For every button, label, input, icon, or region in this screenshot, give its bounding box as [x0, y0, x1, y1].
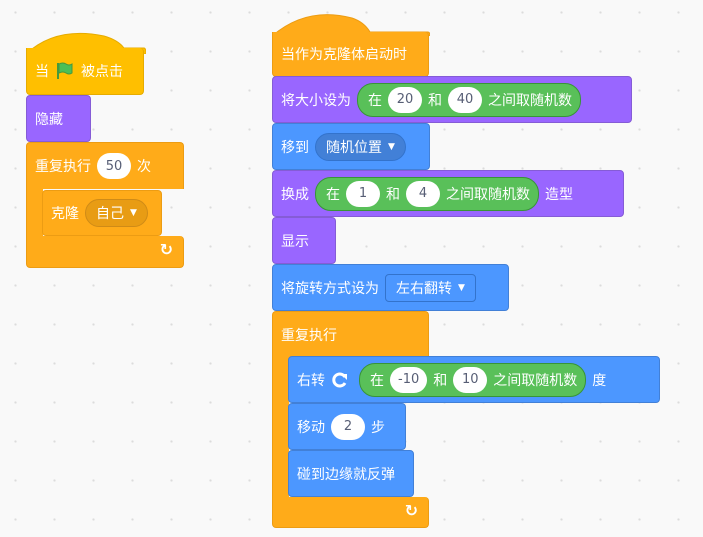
goto-target-dropdown[interactable]: 随机位置 ▼	[315, 132, 406, 161]
repeat-end: ↻	[26, 236, 184, 268]
random-in-label: 在	[326, 186, 340, 203]
turn-right-block[interactable]: 右转 在 -10 和 10 之间取随机数 度	[288, 356, 660, 403]
clone-label: 克隆	[51, 206, 79, 222]
set-size-block[interactable]: 将大小设为 在 20 和 40 之间取随机数	[272, 76, 632, 123]
hat-cap	[272, 14, 430, 36]
random-reporter[interactable]: 在 -10 和 10 之间取随机数	[359, 362, 587, 397]
set-size-label: 将大小设为	[281, 92, 351, 109]
random-reporter[interactable]: 在 1 和 4 之间取随机数	[315, 176, 539, 211]
dropdown-arrow-icon: ▼	[458, 282, 465, 293]
random-reporter[interactable]: 在 20 和 40 之间取随机数	[357, 82, 581, 117]
loop-arrow-icon: ↻	[159, 240, 173, 259]
repeat-count-input[interactable]: 50	[97, 153, 131, 179]
clone-target-dropdown[interactable]: 自己 ▼	[85, 199, 148, 227]
repeat-suffix: 次	[137, 159, 151, 175]
hide-label: 隐藏	[35, 111, 63, 128]
random-suffix: 之间取随机数	[446, 186, 530, 203]
random-from-input[interactable]: 1	[346, 180, 380, 207]
hide-block[interactable]: 隐藏	[26, 95, 91, 142]
forever-block[interactable]: 重复执行	[272, 311, 429, 358]
switch-costume-label: 换成	[281, 186, 309, 203]
show-block[interactable]: 显示	[272, 217, 336, 264]
random-from-input[interactable]: 20	[388, 86, 422, 113]
rotation-style-dropdown[interactable]: 左右翻转 ▼	[385, 273, 476, 302]
random-suffix: 之间取随机数	[493, 372, 578, 389]
when-label: 当	[35, 64, 49, 80]
turn-right-label: 右转	[297, 372, 325, 389]
goto-block[interactable]: 移到 随机位置 ▼	[272, 123, 430, 170]
move-label: 移动	[297, 419, 325, 436]
degrees-suffix: 度	[592, 372, 607, 389]
steps-suffix: 步	[371, 419, 385, 436]
clone-block[interactable]: 克隆 自己 ▼	[42, 190, 162, 236]
switch-costume-block[interactable]: 换成 在 1 和 4 之间取随机数 造型	[272, 170, 624, 217]
rotate-clockwise-icon	[332, 372, 347, 387]
goto-label: 移到	[281, 139, 309, 156]
random-to-input[interactable]: 4	[406, 180, 440, 207]
random-suffix: 之间取随机数	[488, 92, 572, 109]
random-and-label: 和	[428, 92, 442, 109]
loop-arrow-icon: ↻	[404, 501, 418, 520]
repeat-label: 重复执行	[35, 159, 91, 175]
goto-target-value: 随机位置	[326, 139, 382, 156]
bounce-label: 碰到边缘就反弹	[297, 466, 395, 483]
move-steps-input[interactable]: 2	[331, 413, 365, 440]
dropdown-arrow-icon: ▼	[388, 141, 395, 152]
when-start-as-clone-block[interactable]: 当作为克隆体启动时	[272, 32, 429, 77]
forever-arm	[272, 356, 289, 498]
flag-clicked-label: 被点击	[81, 64, 123, 80]
random-and-label: 和	[386, 186, 400, 203]
random-in-label: 在	[370, 372, 384, 389]
bounce-block[interactable]: 碰到边缘就反弹	[288, 450, 414, 497]
rotation-style-block[interactable]: 将旋转方式设为 左右翻转 ▼	[272, 264, 509, 311]
random-to-input[interactable]: 40	[448, 86, 482, 113]
forever-end: ↻	[272, 497, 429, 528]
when-flag-clicked-block[interactable]: 当 被点击	[26, 48, 144, 95]
forever-label: 重复执行	[281, 328, 337, 344]
random-from-input[interactable]: -10	[390, 366, 428, 393]
move-block[interactable]: 移动 2 步	[288, 403, 406, 450]
dropdown-arrow-icon: ▼	[130, 208, 137, 218]
random-and-label: 和	[433, 372, 448, 389]
random-in-label: 在	[368, 92, 382, 109]
show-label: 显示	[281, 233, 309, 250]
clone-target-value: 自己	[96, 206, 124, 222]
hat-label: 当作为克隆体启动时	[281, 47, 407, 63]
costume-suffix: 造型	[545, 186, 573, 203]
random-to-input[interactable]: 10	[453, 366, 488, 393]
rotation-style-value: 左右翻转	[396, 280, 452, 297]
rotation-style-label: 将旋转方式设为	[281, 280, 379, 297]
repeat-block[interactable]: 重复执行 50 次	[26, 142, 184, 189]
repeat-arm	[26, 188, 43, 238]
green-flag-icon	[57, 62, 73, 79]
